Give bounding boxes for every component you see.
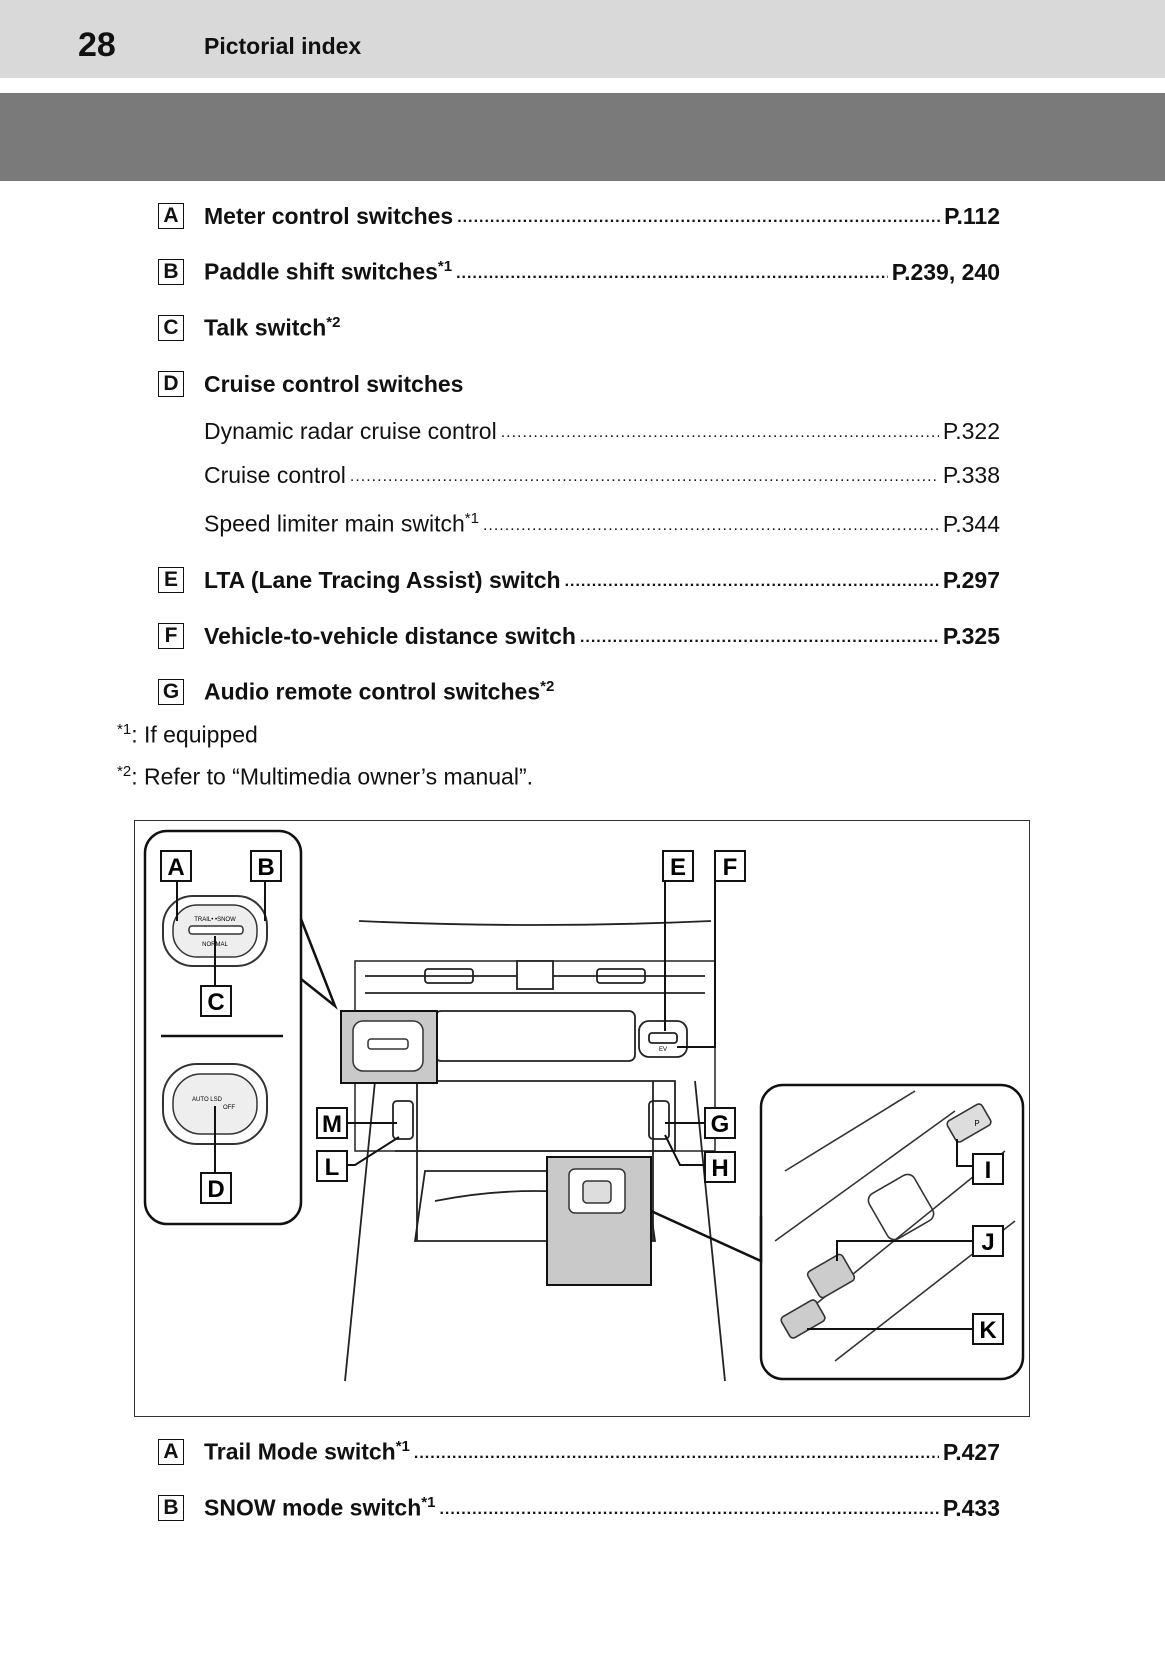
entry-label: Paddle shift switches*1 [204,258,453,285]
inset-left-frame [143,829,303,1226]
entry-label: Talk switch*2 [204,314,341,341]
callout-a: A [167,854,184,881]
entry-page[interactable]: P.322 [942,417,1000,444]
footnote-mark: *2 [540,678,555,696]
callout-i: I [985,1157,992,1184]
sub-entry-cruise-control: Cruise control P.338 [158,458,1000,492]
entry-page[interactable]: P.344 [942,510,1000,537]
entry-label: Trail Mode switch*1 [204,1438,410,1465]
index-entry-b: B Paddle shift switches*1 P.239, 240 [158,255,1000,289]
dial-trail-snow-text: TRAIL• •SNOW [194,917,236,923]
footnote-mark: *1 [395,1438,410,1456]
ev-switch-text: EV [659,1047,667,1053]
entry-letter: G [158,679,184,705]
entry-page[interactable]: P.433 [942,1494,1000,1521]
entry-page[interactable]: P.427 [942,1438,1000,1465]
callout-f: F [723,854,738,881]
parking-brake-switch [806,1253,856,1299]
dial-auto-lsd-text: AUTO LSD [192,1097,223,1103]
entry-letter: C [158,315,184,341]
callout-l: L [325,1154,340,1181]
index-entry-a-trail: A Trail Mode switch*1 P.427 [158,1435,1000,1469]
entry-letter: B [158,1495,184,1521]
leader-f [677,881,716,1048]
inset-left-pointer [299,918,338,1010]
trail-snow-dial: TRAIL• •SNOW NORMAL [162,895,268,967]
section-title: Pictorial index [204,33,362,59]
section-banner [0,93,1165,181]
callout-boxes: A B C D E F G H I J K L M [160,850,1004,1345]
leader-dots [565,573,939,597]
footnote-1: *1: If equipped [117,721,258,748]
entry-label: LTA (Lane Tracing Assist) switch [204,566,561,593]
entry-label: Dynamic radar cruise control [204,417,497,444]
switch-m-l [392,1100,414,1140]
leader-dots [414,1445,939,1469]
leader-dots [580,629,939,653]
callout-d: D [207,1176,224,1203]
entry-page[interactable]: P.112 [944,202,1000,229]
footnote-mark: *1 [437,258,453,276]
park-switch [946,1103,992,1143]
leader-dots [501,424,939,448]
callout-b: B [257,854,274,881]
entry-letter: B [158,259,184,285]
sub-entry-dynamic-radar: Dynamic radar cruise control P.322 [158,414,1000,448]
leader-dots [439,1501,938,1525]
entry-label: Cruise control switches [204,370,464,397]
index-entry-c: C Talk switch*2 [158,311,1000,345]
entry-label: Audio remote control switches*2 [204,678,555,705]
callout-e: E [670,854,686,881]
entry-letter: F [158,623,184,649]
entry-label: Cruise control [204,461,346,488]
index-entry-g: G Audio remote control switches*2 [158,675,1000,709]
leader-h [664,1134,705,1166]
index-entry-e: E LTA (Lane Tracing Assist) switch P.297 [158,563,1000,597]
sub-entry-speed-limiter: Speed limiter main switch*1 P.344 [158,507,1000,541]
leader-i [956,1139,973,1167]
leader-dots [483,517,939,541]
leader-dots [457,209,940,233]
entry-label: Speed limiter main switch*1 [204,510,479,537]
header-band [0,0,1165,78]
dashboard-illustration: TRAIL• •SNOW NORMAL AUTO LSD OFF [134,820,1030,1417]
leader-j [836,1240,973,1261]
entry-label: SNOW mode switch*1 [204,1494,436,1521]
entry-label: Meter control switches [204,202,454,229]
callout-c: C [207,989,224,1016]
footnote-2: *2: Refer to “Multimedia owner’s manual”… [117,763,533,790]
entry-letter: D [158,371,184,397]
entry-page[interactable]: P.297 [942,566,1000,593]
index-entry-d: D Cruise control switches [158,367,1000,401]
callout-h: H [711,1155,728,1182]
entry-letter: A [158,203,184,229]
entry-page[interactable]: P.325 [942,622,1000,649]
footnote-mark: *1 [464,510,479,528]
p-switch-text: P [974,1119,979,1128]
entry-letter: A [158,1439,184,1465]
footnote-mark: *2 [117,763,132,780]
illustration-svg: TRAIL• •SNOW NORMAL AUTO LSD OFF [143,829,1025,1382]
index-entry-b-snow: B SNOW mode switch*1 P.433 [158,1491,1000,1525]
leader-dots [350,468,939,492]
page-number: 28 [78,26,116,64]
entry-page[interactable]: P.239, 240 [891,258,1000,285]
switch-g-h [648,1100,670,1140]
leader-dots [456,265,888,289]
entry-letter: E [158,567,184,593]
dial-off-text: OFF [223,1105,235,1111]
entry-label: Vehicle-to-vehicle distance switch [204,622,576,649]
index-entry-a: A Meter control switches P.112 [158,199,1000,233]
footnote-mark: *1 [117,721,132,738]
footnote-mark: *1 [421,1494,436,1512]
callout-k: K [979,1317,997,1344]
callout-j: J [981,1229,994,1256]
entry-page[interactable]: P.338 [942,461,1000,488]
inset-right-pointer [650,1209,763,1263]
index-entry-f: F Vehicle-to-vehicle distance switch P.3… [158,619,1000,653]
dashboard-drawing [344,920,726,1382]
footnote-mark: *2 [326,314,341,332]
callout-g: G [711,1111,730,1138]
callout-m: M [322,1111,342,1138]
